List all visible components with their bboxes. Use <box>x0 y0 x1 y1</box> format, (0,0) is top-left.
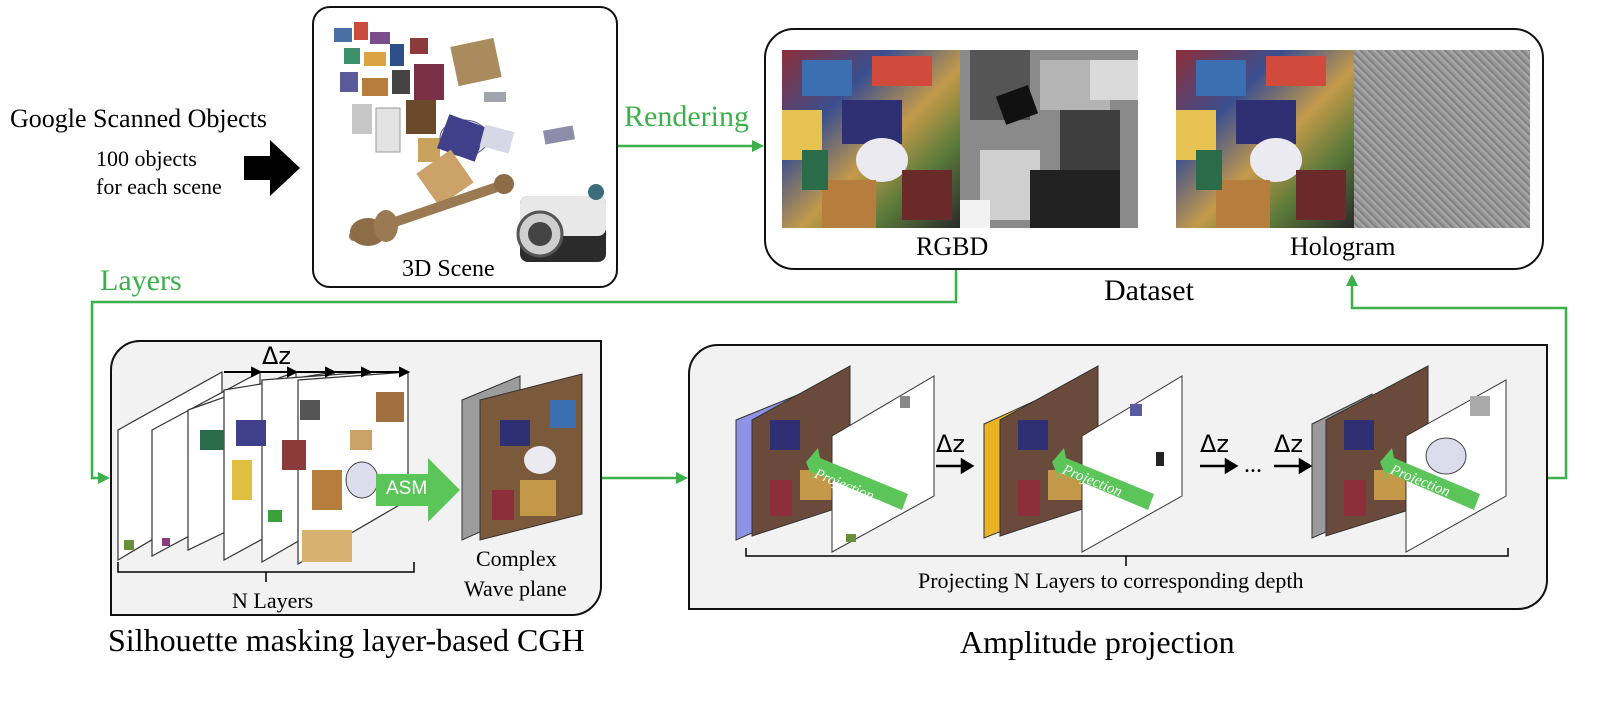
wave-plane-label-line1: Complex <box>476 546 557 571</box>
projection-bracket-label: Projecting N Layers to corresponding dep… <box>918 568 1304 593</box>
projection-caption: Amplitude projection <box>960 624 1235 660</box>
cgh-delta-z: Δz <box>262 342 292 370</box>
dataset-label: Dataset <box>1104 274 1194 307</box>
rgbd-label: RGBD <box>916 232 989 261</box>
scene-panel: 3D Scene <box>312 6 618 288</box>
source-subtitle-line2: for each scene <box>96 174 222 199</box>
projection-delta-z-2: Δz <box>1200 430 1230 458</box>
projection-delta-z-3: Δz <box>1274 430 1304 458</box>
source-subtitle-line1: 100 objects <box>96 146 197 171</box>
projection-delta-z-1: Δz <box>936 430 966 458</box>
dataset-hologram-rgb-image <box>1176 50 1354 228</box>
hologram-label: Hologram <box>1290 232 1396 261</box>
projection-ellipsis: ... <box>1244 452 1262 478</box>
dataset-hologram-phase-image <box>1354 50 1530 228</box>
wave-plane-label-line2: Wave plane <box>464 576 567 601</box>
layers-label: Layers <box>100 264 182 297</box>
dataset-rgb-image <box>782 50 960 228</box>
rendering-label: Rendering <box>624 100 749 133</box>
scene-label: 3D Scene <box>402 256 495 282</box>
asm-label: ASM <box>386 478 428 499</box>
cgh-caption: Silhouette masking layer-based CGH <box>108 622 585 658</box>
dataset-depth-image <box>960 50 1138 228</box>
source-title: Google Scanned Objects <box>10 104 268 133</box>
scene-objects <box>334 22 606 262</box>
n-layers-label: N Layers <box>232 588 314 613</box>
